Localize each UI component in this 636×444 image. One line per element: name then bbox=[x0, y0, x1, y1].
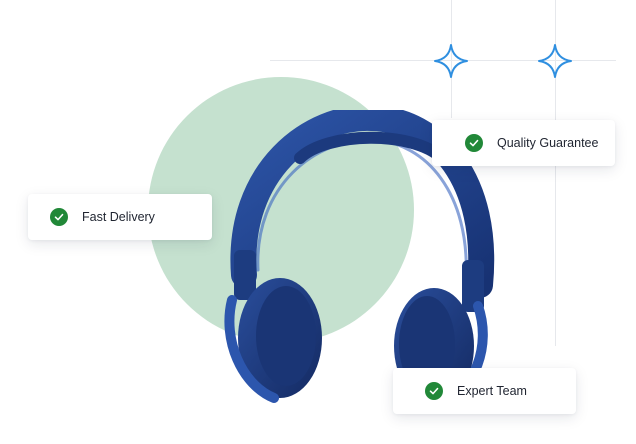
feature-label: Quality Guarantee bbox=[497, 136, 599, 150]
feature-label: Fast Delivery bbox=[82, 210, 155, 224]
sparkle-icon bbox=[538, 44, 572, 78]
check-circle-icon bbox=[465, 134, 483, 152]
grid-line-vertical-right bbox=[555, 0, 556, 346]
check-circle-icon bbox=[425, 382, 443, 400]
feature-card-expert-team: Expert Team bbox=[393, 368, 576, 414]
feature-label: Expert Team bbox=[457, 384, 527, 398]
check-circle-icon bbox=[50, 208, 68, 226]
grid-line-horizontal bbox=[270, 60, 616, 61]
feature-card-quality-guarantee: Quality Guarantee bbox=[432, 120, 615, 166]
sparkle-icon bbox=[434, 44, 468, 78]
feature-card-fast-delivery: Fast Delivery bbox=[28, 194, 212, 240]
grid-line-vertical-left bbox=[451, 0, 452, 118]
